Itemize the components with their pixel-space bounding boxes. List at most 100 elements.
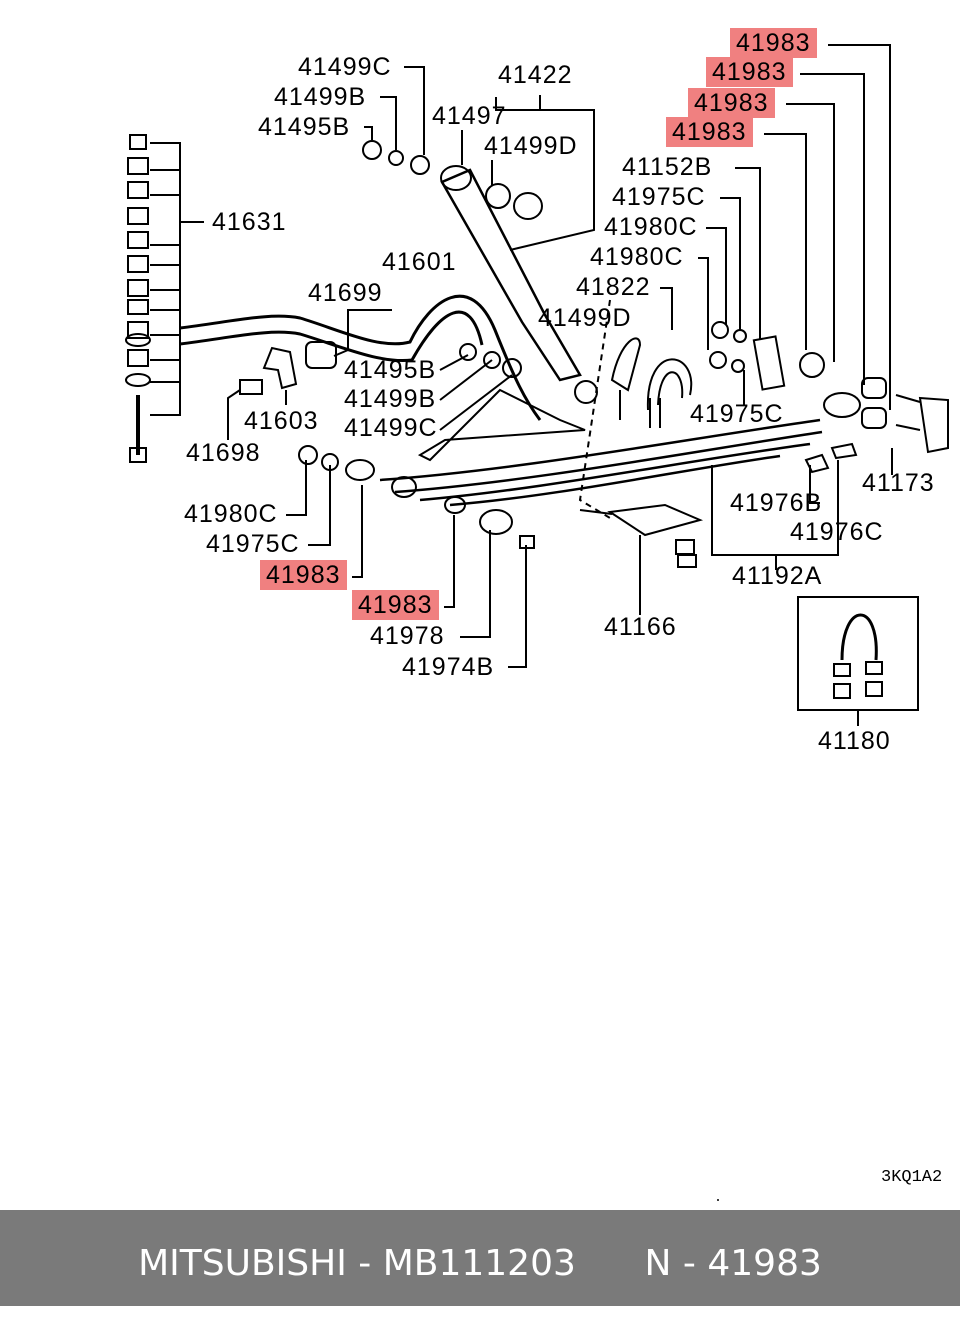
leader-line (809, 465, 820, 504)
part-label-41499c: 41499C (344, 414, 438, 442)
dot-mark (717, 1199, 719, 1201)
stabilizer-bushing (305, 341, 337, 369)
stabilizer-bracket (262, 346, 298, 390)
leaf-spring (379, 418, 821, 482)
part-label-41699: 41699 (308, 279, 383, 307)
link-bushing (127, 157, 149, 175)
link-washer (125, 373, 151, 387)
leaf-spring (449, 454, 781, 507)
stabilizer-bar (179, 294, 542, 421)
leader-line (800, 73, 865, 385)
washer (733, 329, 747, 343)
spring-bushing (444, 496, 466, 514)
leader-line (720, 197, 741, 330)
part-label-41499d: 41499D (484, 132, 578, 160)
leader-line (333, 309, 392, 357)
part-label-41980c: 41980C (604, 213, 698, 241)
footer-bar: MITSUBISHI - MB111203 N - 41983 (0, 1210, 960, 1306)
leader-line (308, 465, 331, 546)
leader-line (439, 359, 493, 401)
part-label-41975c: 41975C (690, 400, 784, 428)
shock-absorber (440, 168, 582, 382)
part-label-41180: 41180 (818, 727, 891, 755)
spring-pad (610, 337, 642, 392)
shock-bushing (440, 165, 472, 191)
washer (574, 380, 598, 404)
link-bushing (127, 299, 149, 315)
leader-line (508, 545, 527, 668)
leader-line (439, 374, 513, 431)
leader-line (439, 354, 469, 371)
shock-bushing (485, 183, 511, 209)
u-bolt (657, 371, 684, 406)
part-label-41499d: 41499D (538, 304, 632, 332)
nut (298, 445, 318, 465)
part-label-41975c: 41975C (612, 183, 706, 211)
link-bushing (127, 231, 149, 249)
bolt (519, 535, 535, 549)
spring-seat (607, 503, 704, 537)
shackle-bushing (861, 407, 887, 429)
leader-line (735, 167, 761, 340)
leader-line (828, 44, 891, 410)
part-label-41499c: 41499C (298, 53, 392, 81)
part-label-41601: 41601 (382, 248, 457, 276)
shackle-bushing (799, 352, 825, 378)
leaf-spring (419, 442, 811, 502)
stabilizer-bar (179, 310, 484, 363)
part-label-41983[interactable]: 41983 (260, 560, 347, 590)
leader-line (698, 257, 709, 350)
spring-bolt (479, 509, 513, 535)
footer-part-text: MITSUBISHI - MB111203 N - 41983 (138, 1243, 822, 1284)
part-label-41499b: 41499B (344, 385, 437, 413)
leader-line (380, 96, 397, 150)
shackle-pin (918, 396, 949, 454)
part-label-41983[interactable]: 41983 (706, 57, 793, 87)
part-label-41603: 41603 (244, 407, 319, 435)
link-nut (129, 447, 147, 463)
leader-line (706, 227, 727, 325)
nut-inset (833, 663, 851, 677)
nut (677, 554, 697, 568)
part-label-41983[interactable]: 41983 (352, 590, 439, 620)
part-label-41983[interactable]: 41983 (688, 88, 775, 118)
nut-inset (865, 661, 883, 675)
part-label-41495b: 41495B (344, 356, 437, 384)
part-label-41978: 41978 (370, 622, 445, 650)
leader-line (786, 103, 835, 362)
washer (388, 150, 404, 166)
spring-bushing (345, 459, 375, 481)
nut-inset (865, 681, 883, 697)
leader-line (227, 389, 241, 440)
shackle-plate (752, 335, 786, 391)
link-bushing (127, 255, 149, 273)
link-bushing (127, 321, 149, 339)
part-label-41698: 41698 (186, 439, 261, 467)
washer (410, 155, 430, 175)
link-bushing (129, 134, 147, 150)
nut (711, 321, 729, 339)
leader-line (444, 515, 455, 608)
bolt (239, 379, 263, 395)
leader-line (286, 460, 307, 516)
washer (483, 351, 501, 369)
part-label-41822: 41822 (576, 273, 651, 301)
shackle-bushing (861, 377, 887, 399)
leader-line (460, 530, 491, 638)
link-bushing (127, 279, 149, 297)
nut (675, 539, 695, 555)
nut (459, 343, 477, 361)
part-label-41631: 41631 (212, 208, 287, 236)
frame-bracket (417, 388, 586, 462)
part-label-41980c: 41980C (184, 500, 278, 528)
part-label-41173: 41173 (862, 469, 935, 497)
part-label-41495b: 41495B (258, 113, 351, 141)
part-label-41983[interactable]: 41983 (730, 28, 817, 58)
nut (362, 140, 382, 160)
shackle-bushing (823, 392, 861, 418)
part-label-41976c: 41976C (790, 518, 884, 546)
part-label-41975c: 41975C (206, 530, 300, 558)
leader-line (660, 287, 673, 330)
part-label-41983[interactable]: 41983 (666, 117, 753, 147)
leader-line (364, 126, 373, 140)
